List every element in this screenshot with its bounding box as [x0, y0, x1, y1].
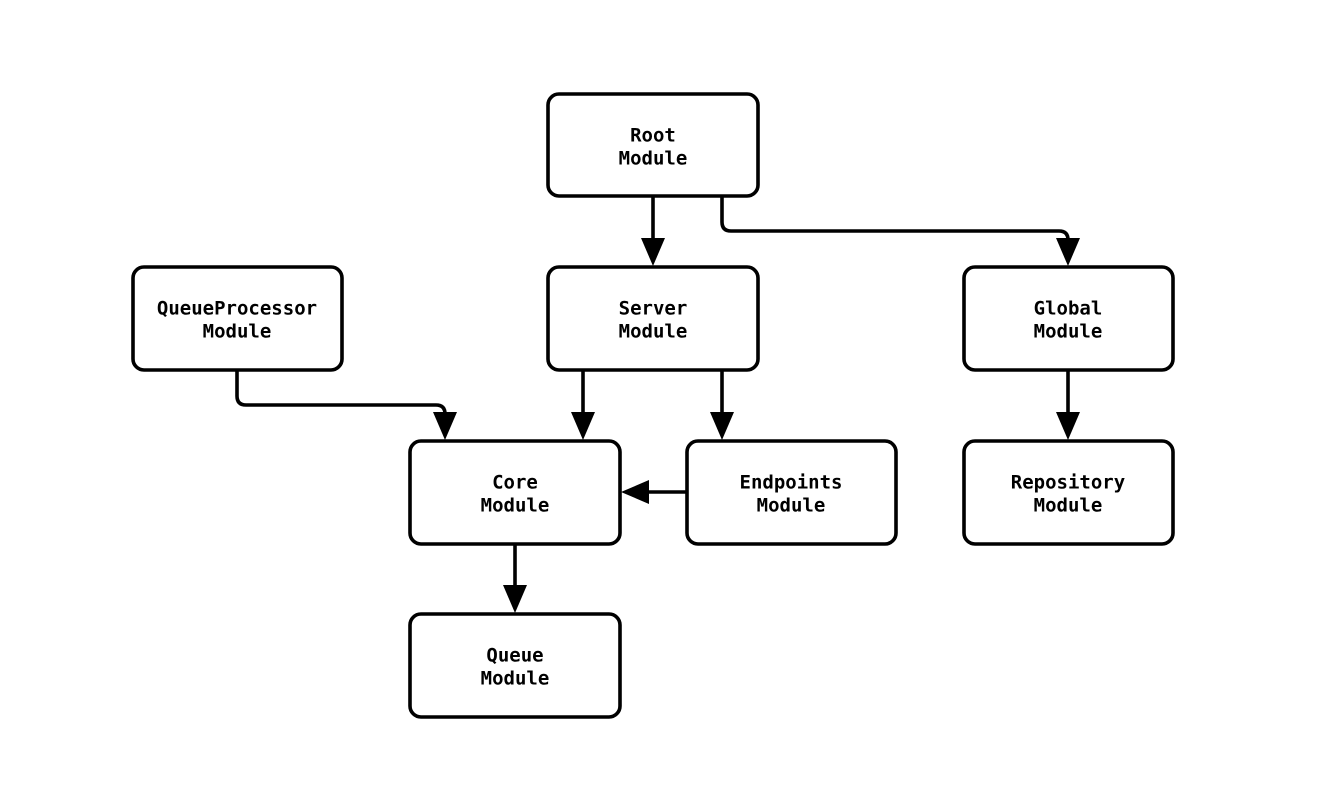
- node-core-module[interactable]: Core Module: [408, 439, 622, 546]
- node-queue-module-label-line2: Module: [481, 668, 550, 690]
- node-endpoints-module[interactable]: Endpoints Module: [685, 439, 898, 546]
- edge-queueprocessor-to-core-line: [235, 370, 447, 417]
- node-root-module-box[interactable]: [546, 92, 760, 198]
- node-queueprocessor-module-label-line2: Module: [203, 321, 272, 343]
- node-endpoints-module-box[interactable]: [685, 439, 898, 546]
- node-endpoints-module-label-line1: Endpoints: [740, 472, 843, 494]
- node-global-module-label-line2: Module: [1034, 321, 1103, 343]
- edge-root-to-global-arrowhead: [1056, 238, 1080, 266]
- node-root-module-label-line2: Module: [619, 148, 688, 170]
- node-queue-module[interactable]: Queue Module: [408, 612, 622, 719]
- edge-core-to-queue: [503, 544, 527, 613]
- edge-root-to-global: [720, 196, 1080, 266]
- node-root-module[interactable]: Root Module: [546, 92, 760, 198]
- edge-endpoints-to-core: [621, 480, 687, 504]
- node-repository-module-label-line2: Module: [1034, 495, 1103, 517]
- node-global-module-box[interactable]: [962, 265, 1175, 372]
- node-repository-module-box[interactable]: [962, 439, 1175, 546]
- edge-server-to-endpoints-arrowhead: [710, 412, 734, 440]
- node-repository-module-label-line1: Repository: [1011, 472, 1125, 494]
- node-queueprocessor-module-label-line1: QueueProcessor: [157, 298, 317, 320]
- edge-server-to-core: [571, 370, 595, 440]
- node-root-module-label-line1: Root: [630, 125, 676, 147]
- node-core-module-label-line2: Module: [481, 495, 550, 517]
- node-repository-module[interactable]: Repository Module: [962, 439, 1175, 546]
- node-queueprocessor-module[interactable]: QueueProcessor Module: [131, 265, 344, 372]
- node-core-module-box[interactable]: [408, 439, 622, 546]
- edge-queueprocessor-to-core: [235, 370, 457, 440]
- edge-global-to-repository-arrowhead: [1056, 412, 1080, 440]
- node-server-module-label-line1: Server: [619, 298, 688, 320]
- node-server-module-box[interactable]: [546, 265, 760, 372]
- edge-queueprocessor-to-core-arrowhead: [433, 412, 457, 440]
- node-global-module[interactable]: Global Module: [962, 265, 1175, 372]
- node-queue-module-box[interactable]: [408, 612, 622, 719]
- edge-server-to-endpoints: [710, 370, 734, 440]
- node-core-module-label-line1: Core: [492, 472, 538, 494]
- node-endpoints-module-label-line2: Module: [757, 495, 826, 517]
- edge-core-to-queue-arrowhead: [503, 585, 527, 613]
- edge-global-to-repository: [1056, 370, 1080, 440]
- node-global-module-label-line1: Global: [1034, 298, 1103, 320]
- edge-root-to-server-arrowhead: [641, 238, 665, 266]
- edge-server-to-core-arrowhead: [571, 412, 595, 440]
- edge-root-to-server: [641, 196, 665, 266]
- node-server-module[interactable]: Server Module: [546, 265, 760, 372]
- edge-endpoints-to-core-arrowhead: [621, 480, 649, 504]
- node-layer: Root Module QueueProcessor Module Server…: [131, 92, 1175, 719]
- node-server-module-label-line2: Module: [619, 321, 688, 343]
- edge-layer: [235, 196, 1080, 613]
- node-queue-module-label-line1: Queue: [486, 645, 543, 667]
- node-queueprocessor-module-box[interactable]: [131, 265, 344, 372]
- edge-root-to-global-line: [720, 196, 1070, 243]
